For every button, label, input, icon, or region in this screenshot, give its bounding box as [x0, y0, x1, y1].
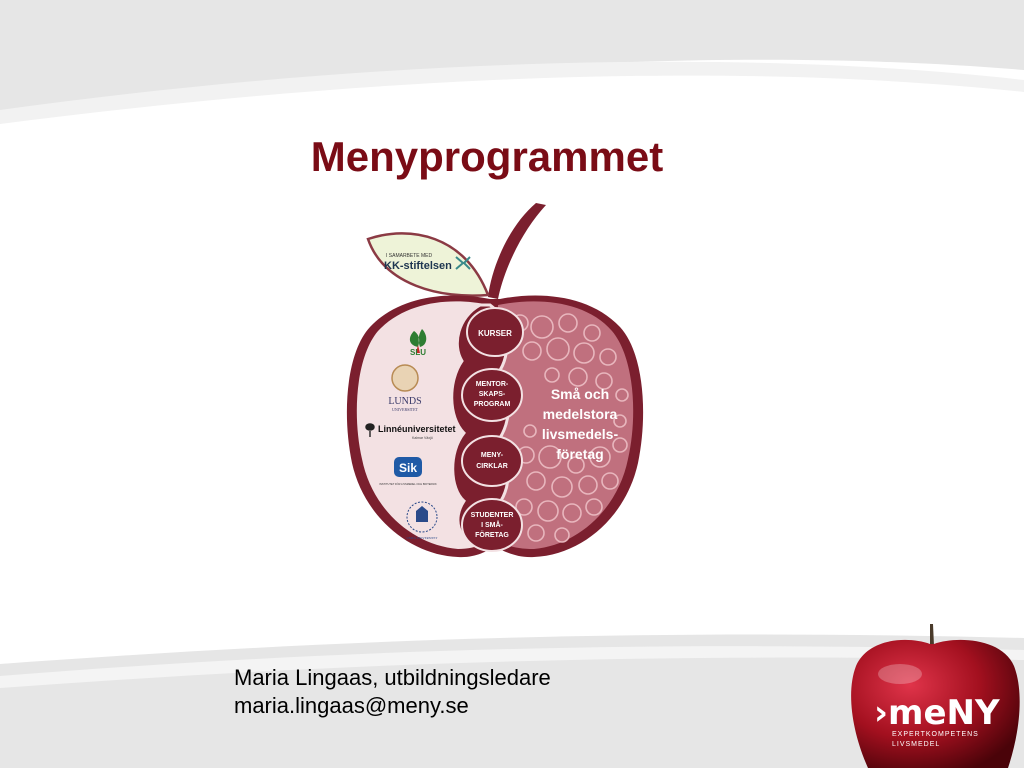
svg-text:I SMÅ-: I SMÅ- — [481, 520, 503, 529]
svg-text:livsmedels-: livsmedels- — [542, 426, 619, 442]
logo-tagline-2: LIVSMEDEL — [892, 741, 940, 748]
kk-arrows-icon — [455, 256, 471, 270]
program-mentorskapsprogram: MENTOR- SKAPS- PROGRAM — [461, 368, 523, 422]
svg-text:medelstora: medelstora — [543, 406, 618, 422]
svg-text:PROGRAM: PROGRAM — [474, 401, 511, 408]
svg-text:UNIVERSITET: UNIVERSITET — [392, 407, 419, 412]
svg-text:Kalmar Växjö: Kalmar Växjö — [412, 436, 433, 440]
svg-text:företag: företag — [556, 446, 603, 462]
target-panel — [498, 301, 634, 549]
svg-text:FÖRETAG: FÖRETAG — [475, 530, 509, 539]
svg-text:SLU: SLU — [410, 348, 426, 357]
program-menycirklar: MENY- CIRKLAR — [461, 435, 523, 487]
kk-stiftelsen-label: KK-stiftelsen — [384, 260, 452, 272]
partner-umea-universitet: UMEÅ UNIVERSITET — [406, 501, 438, 540]
logo-wordmark: ›meNY — [874, 693, 1000, 733]
svg-text:UMEÅ UNIVERSITET: UMEÅ UNIVERSITET — [407, 535, 438, 540]
svg-text:LUNDS: LUNDS — [388, 396, 421, 407]
partner-lunds-universitet: LUNDS UNIVERSITET — [388, 364, 422, 412]
svg-text:SKAPS-: SKAPS- — [479, 391, 506, 398]
apple-stem — [488, 203, 546, 299]
lund-university-seal-icon — [391, 364, 419, 392]
page-title: Menyprogrammet — [310, 133, 664, 180]
svg-text:Små och: Små och — [551, 386, 609, 402]
partner-slu: SLU — [409, 329, 427, 357]
svg-text:INSTITUTET FÖR LIVSMEDEL OCH B: INSTITUTET FÖR LIVSMEDEL OCH BIOTEKNIK — [379, 482, 437, 486]
logo-chevron-icon: › — [874, 693, 888, 733]
svg-text:MENY-: MENY- — [481, 452, 504, 459]
leaf-caption: I SAMARBETE MED — [386, 253, 433, 259]
contact-name-role: Maria Lingaas, utbildningsledare — [234, 665, 551, 690]
logo-stem — [930, 624, 934, 646]
meny-brand-logo: ›meNY EXPERTKOMPETENS LIVSMEDEL — [851, 624, 1020, 768]
partner-linneuniversitetet: Linnéuniversitetet Kalmar Växjö — [365, 423, 456, 440]
svg-text:MENTOR-: MENTOR- — [476, 381, 509, 388]
contact-email[interactable]: maria.lingaas@meny.se — [234, 693, 469, 718]
sik-logo-icon — [394, 457, 422, 477]
bubble-pattern — [511, 313, 629, 543]
kk-stiftelsen-leaf: I SAMARBETE MED KK-stiftelsen — [366, 232, 490, 297]
umea-university-seal-icon — [406, 501, 438, 533]
target-group-label: Små och medelstora livsmedels- företag — [542, 386, 619, 462]
partner-sik: Sik INSTITUTET FÖR LIVSMEDEL OCH BIOTEKN… — [379, 457, 437, 486]
slu-logo-icon — [409, 329, 427, 347]
svg-text:Sik: Sik — [399, 461, 417, 475]
svg-text:CIRKLAR: CIRKLAR — [476, 463, 508, 470]
program-studenter-i-smaforetag: STUDENTER I SMÅ- FÖRETAG — [461, 498, 523, 552]
apple-diagram: I SAMARBETE MED KK-stiftelsen KURSER MEN… — [346, 203, 644, 558]
svg-text:STUDENTER: STUDENTER — [471, 512, 514, 519]
contact-block: Maria Lingaas, utbildningsledare maria.l… — [234, 664, 551, 720]
logo-apple-icon — [851, 639, 1020, 768]
svg-text:KURSER: KURSER — [478, 329, 512, 338]
program-kurser: KURSER — [466, 307, 524, 357]
svg-text:Linnéuniversitetet: Linnéuniversitetet — [378, 424, 456, 434]
linnaeus-tree-icon — [365, 423, 375, 437]
logo-tagline-1: EXPERTKOMPETENS — [892, 731, 979, 738]
